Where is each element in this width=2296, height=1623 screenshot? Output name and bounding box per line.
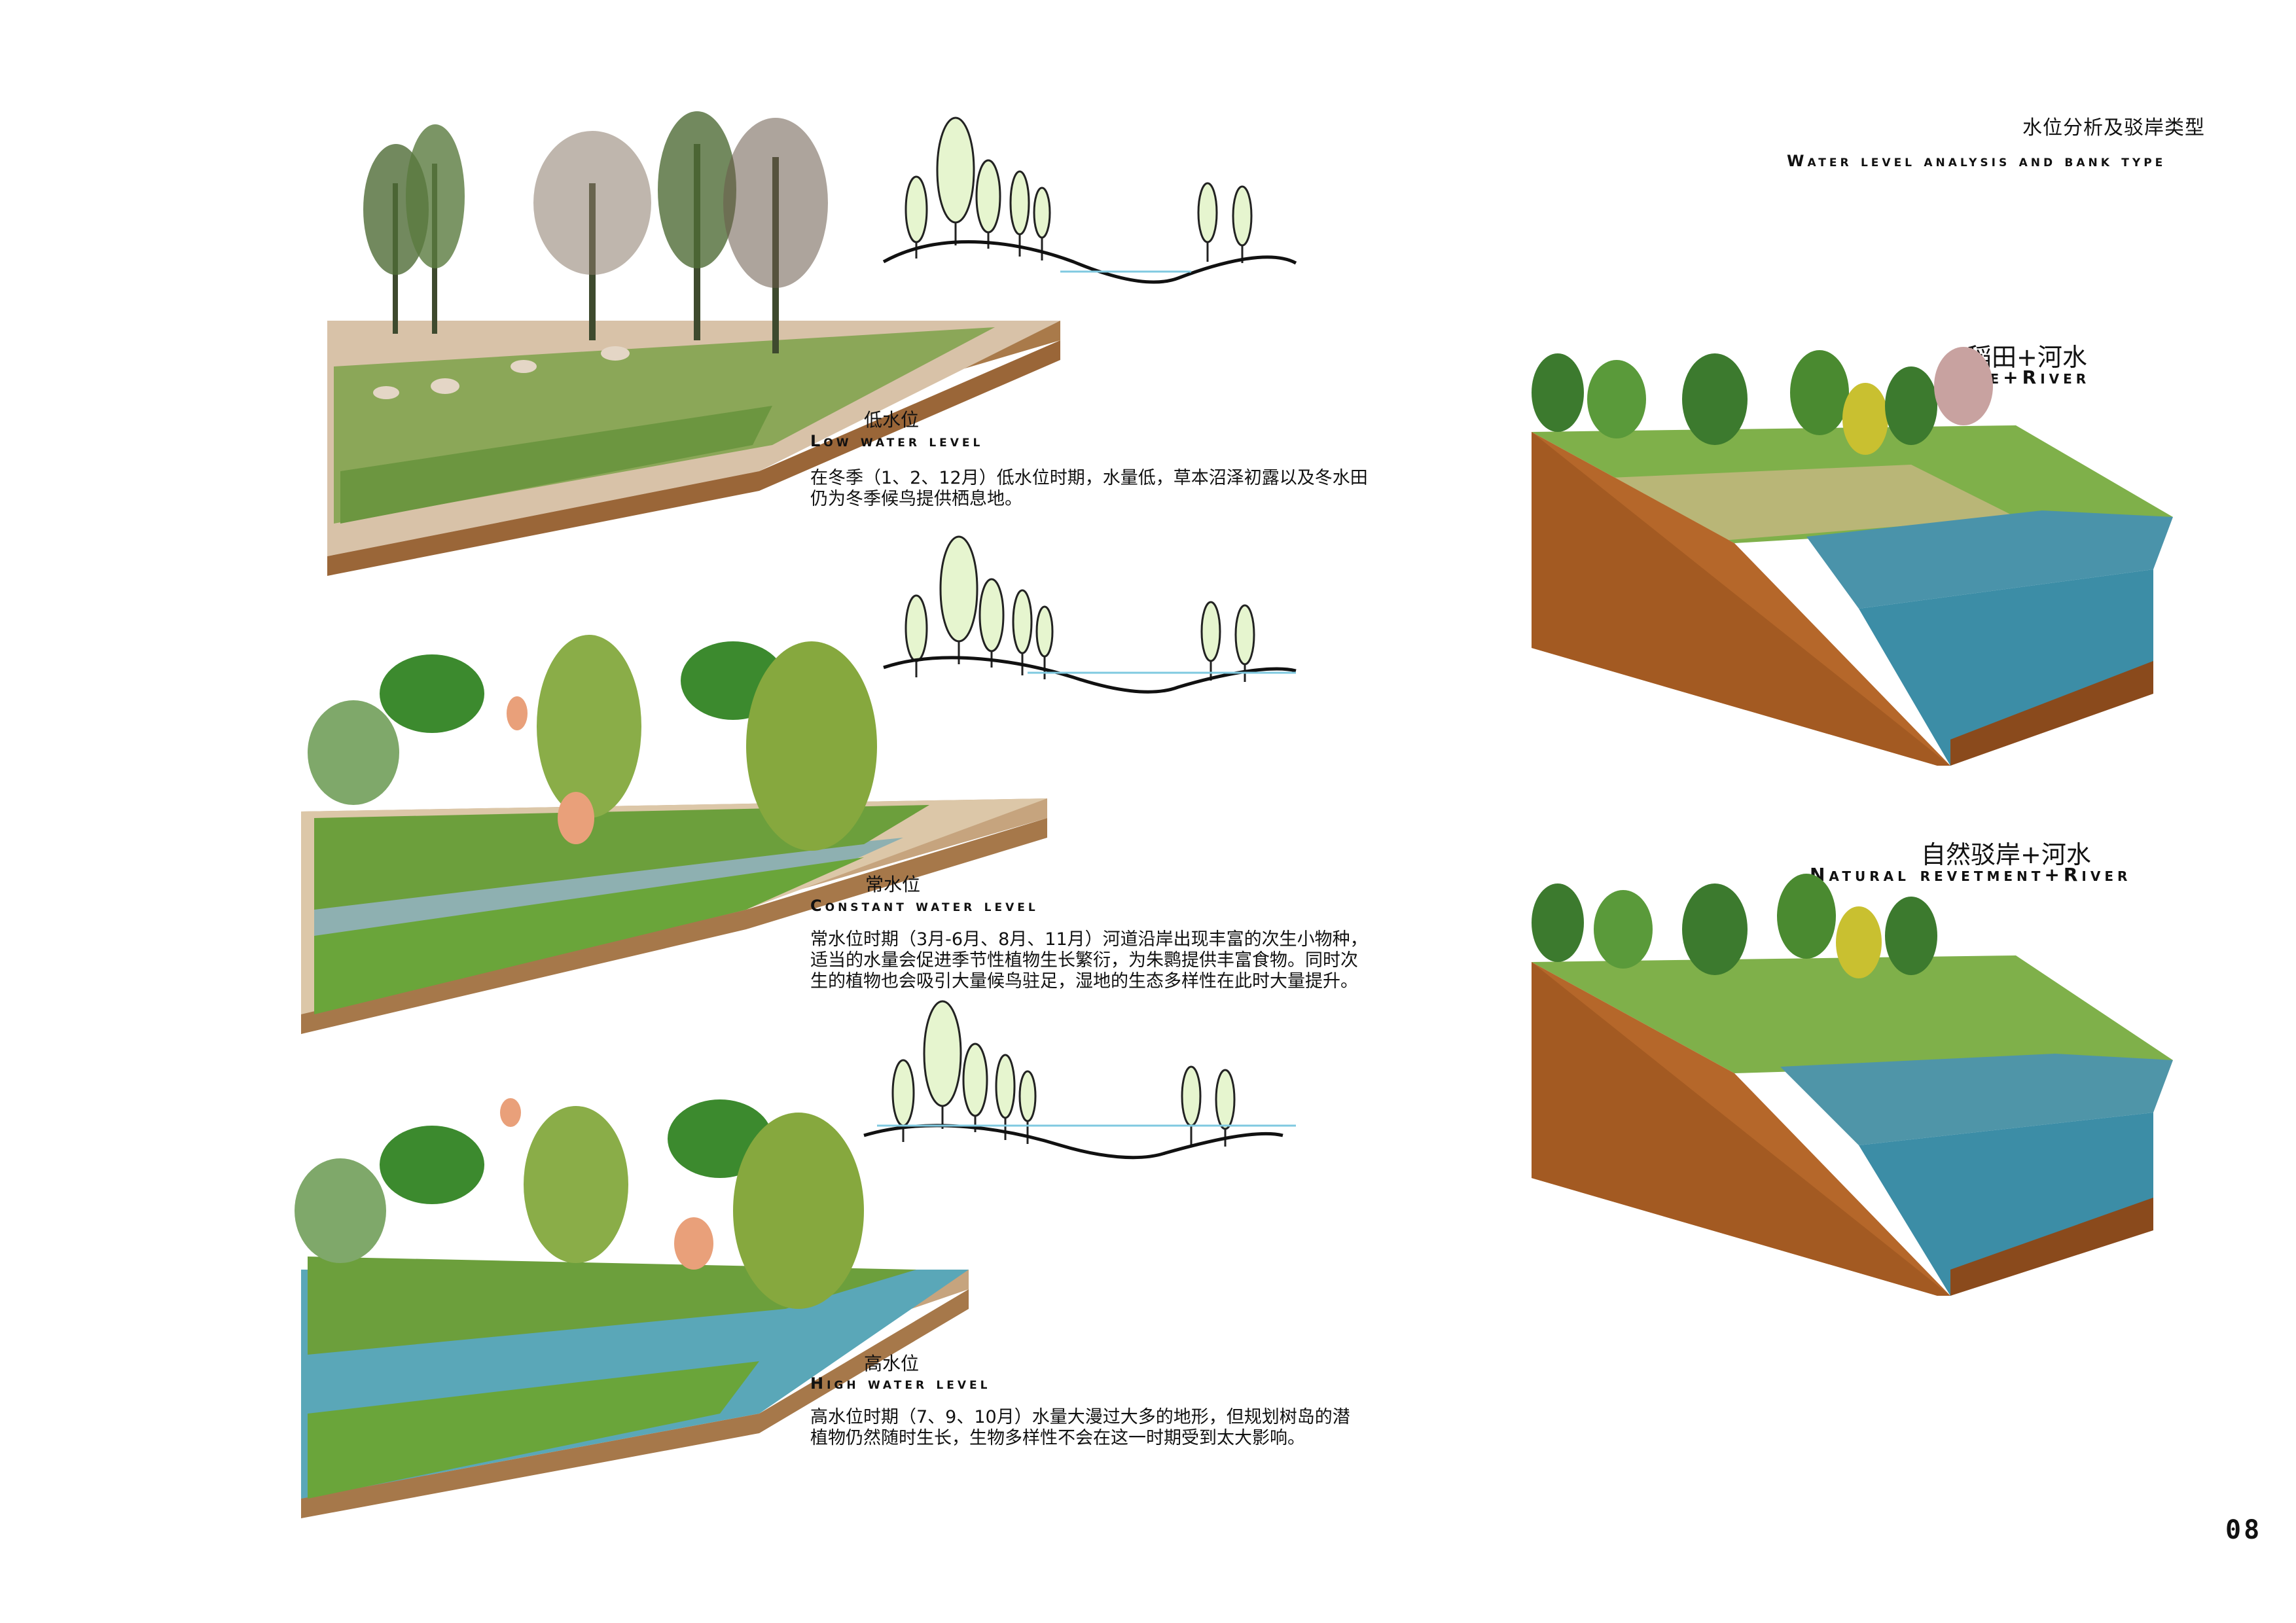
bird-icon <box>507 696 594 844</box>
desc-line: 适当的水量会促进季节性植物生长繁衍，为朱鹮提供丰富食物。同时次 <box>810 950 1358 971</box>
constant-water-label-cn: 常水位 <box>865 874 921 895</box>
low-water-label-en: Low water level <box>810 432 984 450</box>
constant-water-block-illustration <box>301 635 1047 1034</box>
page-number: 08 <box>2225 1515 2263 1545</box>
low-water-block-illustration <box>327 111 1060 576</box>
natural-revetment-river-block-illustration <box>1532 874 2173 1296</box>
desc-line: 仍为冬季候鸟提供栖息地。 <box>810 489 1022 509</box>
rice-river-block-illustration <box>1532 347 2173 766</box>
high-water-description: 高水位时期（7、9、10月）水量大漫过大多的地形，但规划树岛的潜 植物仍然随时生… <box>810 1407 1465 1449</box>
high-water-section-diagram <box>863 1000 1296 1160</box>
desc-line: 常水位时期（3月-6月、8月、11月）河道沿岸出现丰富的次生小物种， <box>810 929 1368 950</box>
willow-tree-group <box>308 635 877 851</box>
desc-line: 在冬季（1、2、12月）低水位时期，水量低，草本沼泽初露以及冬水田 <box>810 468 1368 488</box>
constant-water-description: 常水位时期（3月-6月、8月、11月）河道沿岸出现丰富的次生小物种， 适当的水量… <box>810 929 1465 992</box>
desc-line: 生的植物也会吸引大量候鸟驻足，湿地的生态多样性在此时大量提升。 <box>810 971 1358 991</box>
tree-group <box>1532 874 1937 978</box>
constant-water-section-diagram <box>883 535 1297 694</box>
low-water-section-diagram <box>882 116 1297 284</box>
desc-line: 高水位时期（7、9、10月）水量大漫过大多的地形，但规划树岛的潜 <box>810 1407 1350 1427</box>
bird-icon <box>500 1098 713 1270</box>
high-water-label-en: High water level <box>810 1374 991 1393</box>
high-water-label-cn: 高水位 <box>864 1353 920 1374</box>
bare-tree-group <box>363 111 828 353</box>
willow-tree-group <box>295 1099 864 1309</box>
constant-water-label-en: Constant water level <box>810 897 1039 915</box>
desc-line: 植物仍然随时生长，生物多样性不会在这一时期受到太大影响。 <box>810 1428 1305 1448</box>
tree-group <box>1532 347 1993 455</box>
high-water-block-illustration <box>295 1098 969 1518</box>
page-title-cn: 水位分析及驳岸类型 <box>2022 116 2205 139</box>
low-water-label-cn: 低水位 <box>864 409 920 431</box>
page-title-en: Water level analysis and bank type <box>1787 152 2166 170</box>
bank-type-2-label-cn: 自然驳岸+河水 <box>1921 840 2091 869</box>
bank-type-2-label-en: Natural revetment+River <box>1810 864 2132 885</box>
low-water-description: 在冬季（1、2、12月）低水位时期，水量低，草本沼泽初露以及冬水田 仍为冬季候鸟… <box>810 468 1465 510</box>
